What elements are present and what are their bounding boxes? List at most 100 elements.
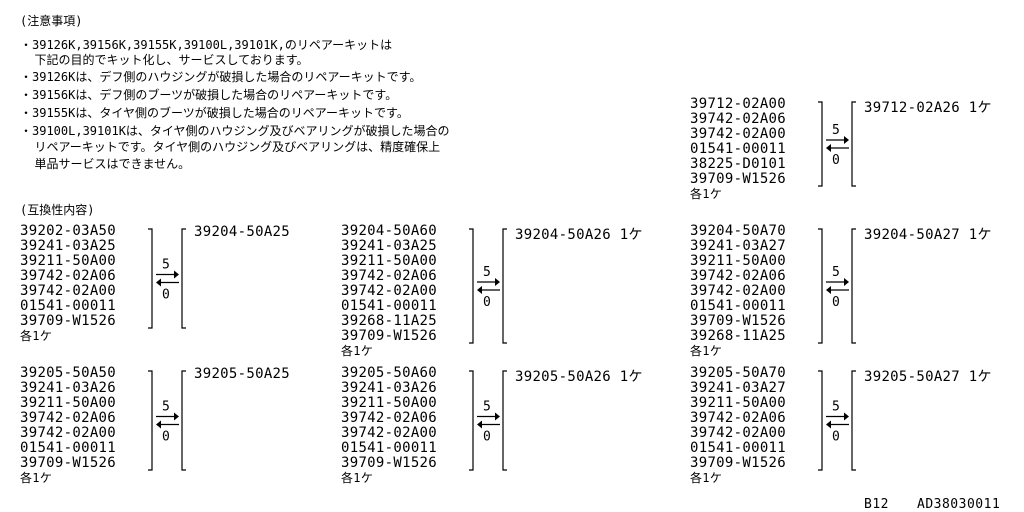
backward-arrow-head: [826, 286, 831, 294]
forward-label: 5: [832, 400, 840, 415]
part-number: 01541-00011: [20, 298, 117, 314]
part-number: 39205-50A70: [690, 365, 787, 381]
parts-bracket: [148, 228, 153, 329]
result-bracket: [181, 370, 186, 471]
part-number: 39742-02A06: [690, 268, 787, 284]
forward-arrow-head: [844, 412, 849, 421]
forward-arrow-head: [495, 412, 500, 421]
quantity-each: 各1ケ: [20, 471, 53, 485]
part-number: 39211-50A00: [341, 253, 438, 269]
part-number: 39709-W1526: [690, 171, 787, 187]
part-number: 39241-03A27: [690, 380, 787, 396]
parts-bracket: [818, 370, 823, 471]
exchange-diagram: 50: [818, 228, 856, 344]
parts-bracket: [469, 228, 474, 344]
part-number: 39709-W1526: [690, 455, 787, 471]
part-number: 39241-03A26: [20, 380, 117, 396]
backward-label: 0: [162, 430, 170, 445]
note-line: ・39100L,39101Kは、タイヤ側のハウジング及びベアリングが破損した場合…: [20, 124, 450, 138]
note-line: 単品サービスはできません。: [20, 157, 191, 171]
forward-arrow-head: [174, 270, 179, 279]
part-number: 39742-02A06: [20, 268, 117, 284]
result-bracket: [851, 228, 856, 344]
part-number: 39709-W1526: [20, 313, 117, 329]
forward-label: 5: [483, 400, 491, 415]
part-number: 39709-W1526: [341, 455, 438, 471]
note-line: ・39155Kは、タイヤ側のブーツが破損した場合のリペアーキットです。: [20, 106, 409, 120]
part-number: 39742-02A00: [341, 283, 438, 299]
forward-label: 5: [162, 400, 170, 415]
compat-title: (互換性内容): [20, 203, 95, 217]
forward-label: 5: [162, 258, 170, 273]
part-number: 39205-50A60: [341, 365, 438, 381]
part-number: 39211-50A00: [20, 253, 117, 269]
part-number: 39742-02A00: [20, 283, 117, 299]
forward-arrow-head: [844, 136, 849, 144]
part-number: 39211-50A00: [20, 395, 117, 411]
exchange-diagram: 50: [148, 228, 186, 329]
part-number: 39742-02A00: [690, 425, 787, 441]
parts-bracket: [148, 370, 153, 471]
replacement-part: 39205-50A27 1ケ: [864, 369, 992, 385]
part-number: 39204-50A70: [690, 223, 787, 239]
part-number: 39742-02A06: [20, 410, 117, 426]
replacement-part: 39205-50A26 1ケ: [515, 369, 643, 385]
result-bracket: [502, 228, 507, 344]
part-number: 39742-02A00: [341, 425, 438, 441]
document-code: AD38030011: [917, 497, 1001, 512]
notes-title: (注意事項): [20, 14, 83, 28]
part-number: 39211-50A00: [690, 253, 787, 269]
part-number: 01541-00011: [690, 440, 787, 456]
quantity-each: 各1ケ: [341, 344, 374, 358]
part-number: 39211-50A00: [341, 395, 438, 411]
part-number: 01541-00011: [341, 298, 438, 314]
part-number: 39204-50A60: [341, 223, 438, 239]
part-number: 01541-00011: [341, 440, 438, 456]
part-number: 39241-03A26: [341, 380, 438, 396]
part-number: 39241-03A25: [341, 238, 438, 254]
part-number: 39268-11A25: [690, 328, 787, 344]
note-line: ・39156Kは、デフ側のブーツが破損した場合のリペアーキットです。: [20, 88, 398, 102]
quantity-each: 各1ケ: [690, 187, 723, 201]
result-bracket: [181, 228, 186, 329]
replacement-part: 39204-50A25: [194, 224, 291, 240]
part-number: 39742-02A00: [690, 126, 787, 142]
backward-arrow-head: [826, 420, 831, 429]
forward-label: 5: [483, 265, 491, 280]
quantity-each: 各1ケ: [20, 329, 53, 343]
part-number: 39742-02A06: [341, 410, 438, 426]
note-line: リペアーキットです。タイヤ側のハウジング及びベアリングは、精度確保上: [20, 140, 441, 154]
part-number: 38225-D0101: [690, 156, 787, 172]
part-number: 39709-W1526: [690, 313, 787, 329]
part-number: 01541-00011: [20, 440, 117, 456]
part-number: 39241-03A25: [20, 238, 117, 254]
forward-arrow-head: [174, 412, 179, 421]
backward-label: 0: [832, 430, 840, 445]
part-number: 39742-02A06: [341, 268, 438, 284]
part-number: 01541-00011: [690, 298, 787, 314]
part-number: 39742-02A06: [690, 410, 787, 426]
page-number: B12: [864, 497, 889, 512]
parts-bracket: [818, 101, 823, 187]
result-bracket: [851, 370, 856, 471]
result-bracket: [502, 370, 507, 471]
backward-label: 0: [832, 153, 840, 168]
part-number: 39202-03A50: [20, 223, 117, 239]
part-number: 39742-02A00: [20, 425, 117, 441]
forward-label: 5: [832, 265, 840, 280]
part-number: 39709-W1526: [20, 455, 117, 471]
replacement-part: 39204-50A27 1ケ: [864, 227, 992, 243]
backward-arrow-head: [477, 420, 482, 429]
replacement-part: 39205-50A25: [194, 366, 291, 382]
result-bracket: [851, 101, 856, 187]
backward-label: 0: [162, 288, 170, 303]
exchange-diagram: 50: [469, 228, 507, 344]
part-number: 39742-02A06: [690, 111, 787, 127]
backward-label: 0: [483, 295, 491, 310]
backward-label: 0: [483, 430, 491, 445]
exchange-diagram: 50: [818, 101, 856, 187]
